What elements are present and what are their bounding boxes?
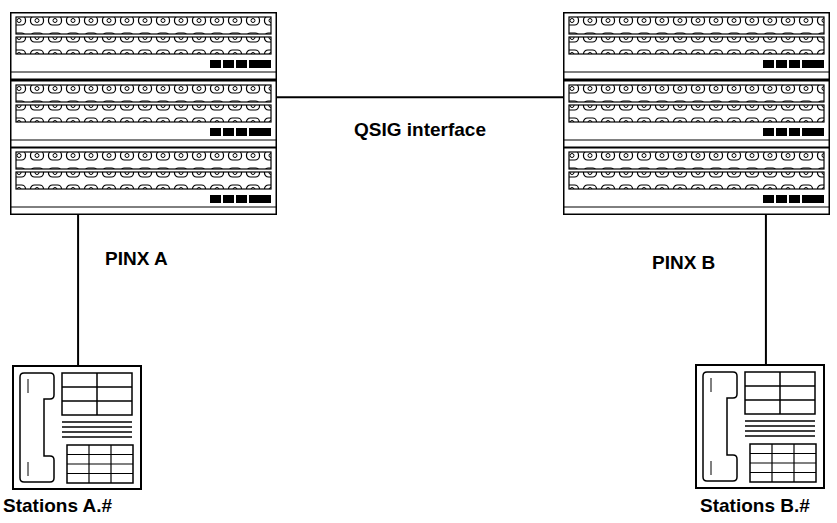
telephone-set: [696, 365, 824, 488]
node-label: PINX A: [105, 248, 168, 270]
station-phone: Stations B.#: [695, 364, 825, 489]
connector-line: [765, 215, 766, 364]
station-phone: Stations A.#: [12, 365, 142, 490]
pbx-rack: [10, 13, 277, 215]
connector-line: [277, 97, 563, 98]
pinx-rack: PINX B: [563, 12, 830, 215]
connector-line: [78, 215, 79, 365]
interface-label: QSIG interface: [351, 119, 489, 141]
pbx-rack: [563, 13, 830, 215]
pinx-rack: PINX A: [10, 12, 277, 215]
node-label: Stations A.#: [3, 495, 112, 517]
telephone-set: [13, 366, 141, 489]
node-label: PINX B: [652, 252, 715, 274]
node-label: Stations B.#: [700, 495, 810, 517]
